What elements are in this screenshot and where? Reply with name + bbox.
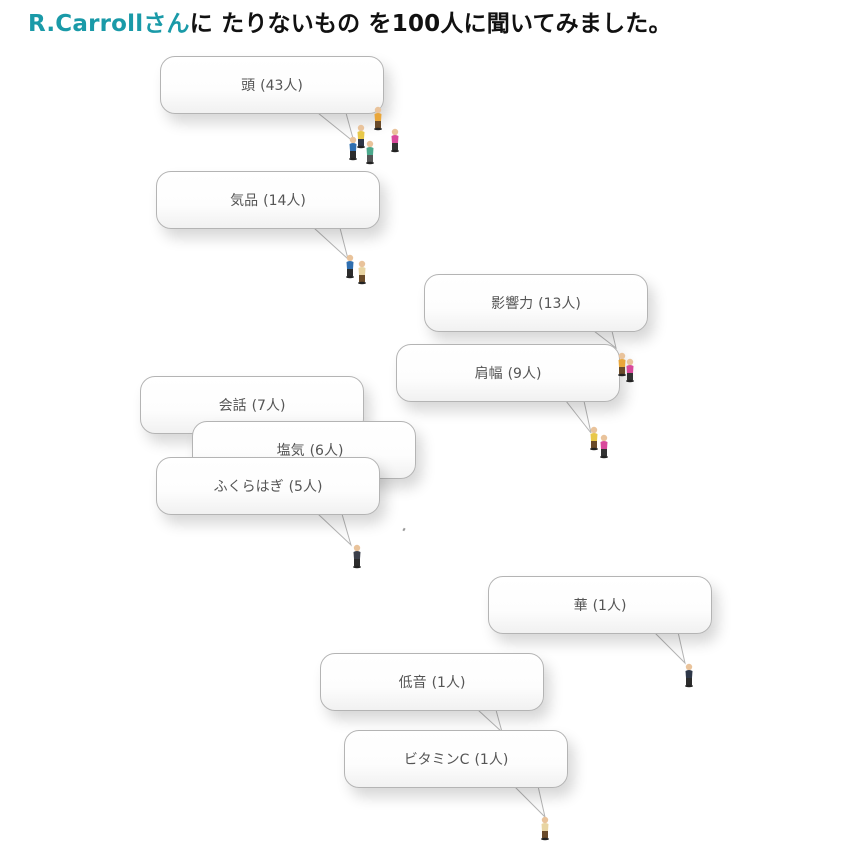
person-figure (600, 434, 608, 459)
answer-count: (43人) (260, 78, 303, 94)
answer-bubble-eikyouryoku: 影響力(13人) (424, 274, 648, 332)
title-text: に たりないもの を100人に聞いてみました。 (189, 11, 672, 37)
person-figure (353, 544, 361, 569)
person-figure (541, 816, 549, 841)
answer-bubble-katahaba: 肩幅(9人) (396, 344, 620, 402)
answer-label: 頭 (241, 78, 256, 94)
person-figure (357, 124, 365, 149)
answer-bubble-teion: 低音(1人) (320, 653, 544, 711)
person-figure (391, 128, 399, 153)
answer-label: ビタミンC (403, 752, 470, 768)
answer-label: 低音 (398, 675, 427, 691)
answer-label: 会話 (218, 398, 247, 414)
title-name: R.Carrollさん (28, 11, 190, 37)
answer-bubble-vitamin: ビタミンC(1人) (344, 730, 568, 788)
bubble-tail-hana (652, 631, 686, 665)
answer-count: (7人) (251, 398, 286, 414)
answer-label: 気品 (230, 193, 259, 209)
person-figure (358, 260, 366, 285)
answer-label: 華 (573, 598, 588, 614)
page-title: R.Carrollさんに たりないもの を100人に聞いてみました。 (28, 4, 672, 38)
answer-label: ふくらはぎ (213, 479, 284, 495)
answer-count: (1人) (431, 675, 466, 691)
answer-count: (14人) (263, 193, 306, 209)
person-figure (590, 426, 598, 451)
answer-bubble-fukurahagi: ふくらはぎ(5人) (156, 457, 380, 515)
person-figure (685, 663, 693, 688)
answer-count: (13人) (538, 296, 581, 312)
answer-bubble-hana: 華(1人) (488, 576, 712, 634)
answer-count: (5人) (288, 479, 323, 495)
answer-label: 影響力 (491, 296, 534, 312)
person-figure (349, 136, 357, 161)
answer-label: 塩気 (276, 443, 305, 459)
answer-count: (6人) (309, 443, 344, 459)
answer-bubble-kihin: 気品(14人) (156, 171, 380, 229)
answer-count: (1人) (474, 752, 509, 768)
person-figure (346, 254, 354, 279)
answer-bubble-atama: 頭(43人) (160, 56, 384, 114)
person-figure (366, 140, 374, 165)
person-figure (618, 352, 626, 377)
person-figure (374, 106, 382, 131)
answer-count: (9人) (507, 366, 542, 382)
person-figure (626, 358, 634, 383)
stray-mark (402, 527, 406, 532)
answer-count: (1人) (592, 598, 627, 614)
answer-label: 肩幅 (474, 366, 503, 382)
